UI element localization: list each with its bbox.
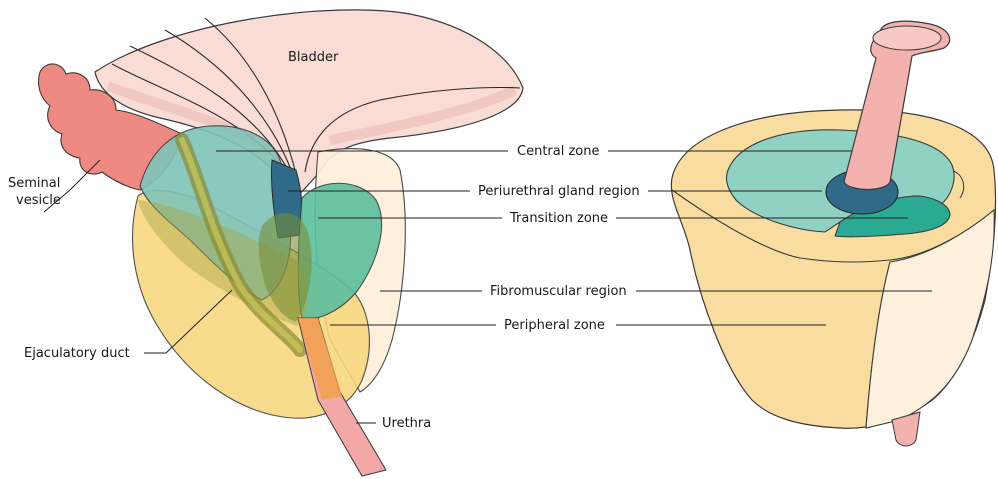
periurethral-gland-region-label: Periurethral gland region	[478, 184, 640, 199]
bladder-label: Bladder	[288, 50, 338, 65]
central-zone-label: Central zone	[517, 144, 599, 159]
block-urethra-opening	[873, 26, 941, 50]
sagittal-view	[38, 10, 523, 476]
peripheral-zone-label: Peripheral zone	[504, 318, 605, 333]
transition-zone-label: Transition zone	[510, 211, 608, 226]
block-view	[671, 21, 995, 446]
fibromuscular-region-label: Fibromuscular region	[490, 284, 627, 299]
seminal-vesicle-label-line1: Seminal	[8, 176, 60, 191]
urethra-label: Urethra	[382, 416, 431, 431]
seminal-vesicle-label-line2: vesicle	[16, 193, 61, 208]
ejaculatory-duct-label: Ejaculatory duct	[24, 346, 130, 361]
